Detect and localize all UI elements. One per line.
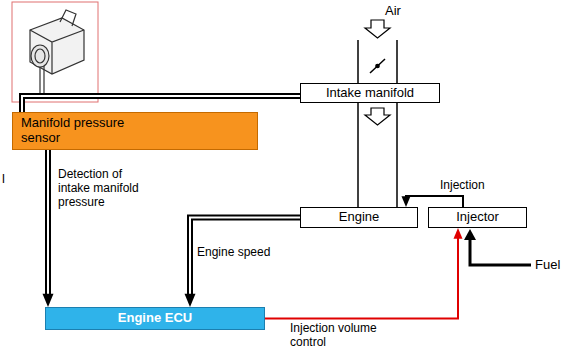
connector-line xyxy=(265,238,458,319)
intake-duct xyxy=(358,40,397,207)
edge-label: Injection volume control xyxy=(290,322,412,350)
sensor-picture xyxy=(30,10,84,96)
manifold-box: Intake manifold xyxy=(300,83,440,103)
fuel-arrow xyxy=(464,229,531,265)
connector xyxy=(265,228,463,319)
connector xyxy=(402,196,464,207)
edge-label: Detection of intake manifold pressure xyxy=(58,168,142,209)
injector-box: Injector xyxy=(428,207,527,228)
inset-frame xyxy=(12,2,98,102)
box-text: Engine xyxy=(339,210,379,225)
box-text: Engine ECU xyxy=(118,311,192,326)
box-text: Intake manifold xyxy=(326,86,414,101)
connector xyxy=(22,96,300,112)
connector-line xyxy=(22,96,300,112)
arrow-head xyxy=(43,294,54,307)
edge-label: Engine speed xyxy=(197,246,270,260)
arrow-head xyxy=(402,196,411,207)
connector-line xyxy=(406,196,463,207)
box-text: Injector xyxy=(456,210,499,225)
connector-line xyxy=(47,150,49,295)
edge-label: Injection xyxy=(440,179,485,193)
ecu-box: Engine ECU xyxy=(45,307,265,330)
arrow-head xyxy=(185,294,196,307)
air-label: Air xyxy=(385,4,401,19)
fuel-label: Fuel xyxy=(535,258,560,273)
cut-text: l xyxy=(2,172,5,187)
connector xyxy=(43,150,54,307)
connector-line xyxy=(190,218,300,295)
connector-line xyxy=(45,150,51,295)
arrow-head xyxy=(454,228,463,239)
throttle-valve xyxy=(370,59,385,73)
box-text: Manifold pressure sensor xyxy=(21,116,143,146)
air-flow-arrow xyxy=(365,108,390,125)
connector xyxy=(185,218,301,308)
engine-box: Engine xyxy=(300,207,418,228)
connector-line xyxy=(22,96,300,112)
air-flow-arrow xyxy=(365,20,390,38)
sensor-box: Manifold pressure sensor xyxy=(12,112,258,150)
connector-line xyxy=(190,218,300,295)
